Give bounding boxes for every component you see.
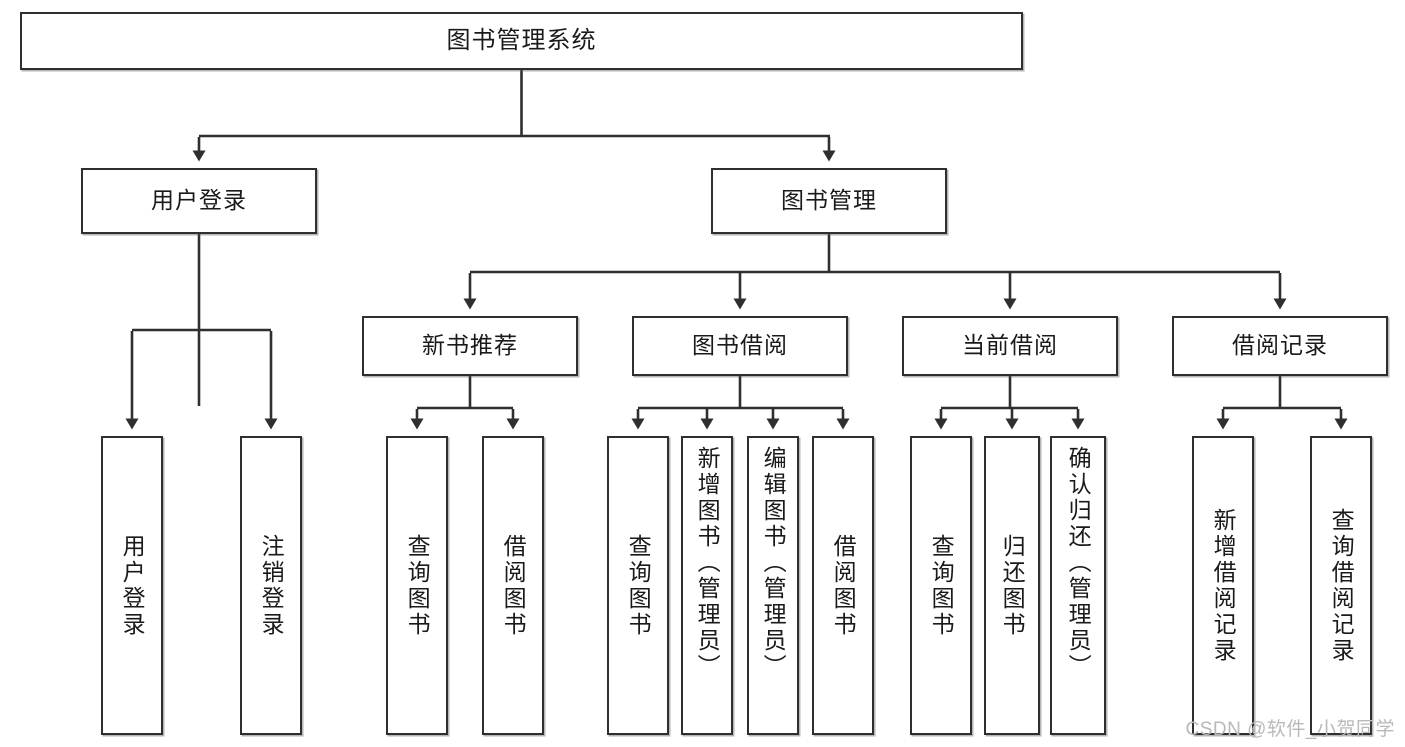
node-leaf-confirm-return-label: 确认归还（管理员）: [1065, 446, 1092, 680]
node-leaf-user-logout[interactable]: 注销登录: [240, 436, 302, 735]
node-leaf-query-book-rec[interactable]: 查询图书: [386, 436, 448, 735]
node-book-borrow[interactable]: 图书借阅: [632, 316, 848, 376]
node-leaf-query-book-borrow-label: 查询图书: [625, 533, 652, 638]
node-leaf-borrow-book-label: 借阅图书: [830, 533, 857, 638]
node-new-book-recommend-label: 新书推荐: [422, 332, 518, 359]
node-borrow-record-label: 借阅记录: [1232, 332, 1328, 359]
node-leaf-edit-book[interactable]: 编辑图书（管理员）: [747, 436, 799, 735]
node-leaf-add-record-label: 新增借阅记录: [1210, 507, 1237, 664]
node-leaf-borrow-book[interactable]: 借阅图书: [812, 436, 874, 735]
node-leaf-query-record-label: 查询借阅记录: [1328, 507, 1355, 664]
node-leaf-return-book[interactable]: 归还图书: [984, 436, 1040, 735]
node-leaf-borrow-book-rec-label: 借阅图书: [500, 533, 527, 638]
node-borrow-record[interactable]: 借阅记录: [1172, 316, 1388, 376]
node-book-borrow-label: 图书借阅: [692, 332, 788, 359]
node-leaf-query-book-borrow[interactable]: 查询图书: [607, 436, 669, 735]
node-leaf-user-login-label: 用户登录: [119, 533, 146, 638]
node-book-manage[interactable]: 图书管理: [711, 168, 947, 234]
node-leaf-add-record[interactable]: 新增借阅记录: [1192, 436, 1254, 735]
node-leaf-query-record[interactable]: 查询借阅记录: [1310, 436, 1372, 735]
node-user-login[interactable]: 用户登录: [81, 168, 317, 234]
node-current-borrow-label: 当前借阅: [962, 332, 1058, 359]
node-leaf-add-book[interactable]: 新增图书（管理员）: [681, 436, 733, 735]
node-user-login-label: 用户登录: [151, 187, 247, 214]
node-book-manage-label: 图书管理: [781, 187, 877, 214]
node-current-borrow[interactable]: 当前借阅: [902, 316, 1118, 376]
node-new-book-recommend[interactable]: 新书推荐: [362, 316, 578, 376]
node-leaf-return-book-label: 归还图书: [999, 533, 1026, 638]
node-leaf-user-logout-label: 注销登录: [258, 533, 285, 638]
node-leaf-user-login[interactable]: 用户登录: [101, 436, 163, 735]
node-root-label: 图书管理系统: [446, 26, 597, 54]
node-leaf-add-book-label: 新增图书（管理员）: [694, 446, 721, 680]
node-leaf-edit-book-label: 编辑图书（管理员）: [760, 446, 787, 680]
node-leaf-borrow-book-rec[interactable]: 借阅图书: [482, 436, 544, 735]
node-leaf-confirm-return[interactable]: 确认归还（管理员）: [1050, 436, 1106, 735]
node-root[interactable]: 图书管理系统: [20, 12, 1023, 70]
node-leaf-query-book-current-label: 查询图书: [928, 533, 955, 638]
node-leaf-query-book-rec-label: 查询图书: [404, 533, 431, 638]
csdn-watermark: CSDN @软件_小贺同学: [1185, 719, 1395, 740]
node-leaf-query-book-current[interactable]: 查询图书: [910, 436, 972, 735]
